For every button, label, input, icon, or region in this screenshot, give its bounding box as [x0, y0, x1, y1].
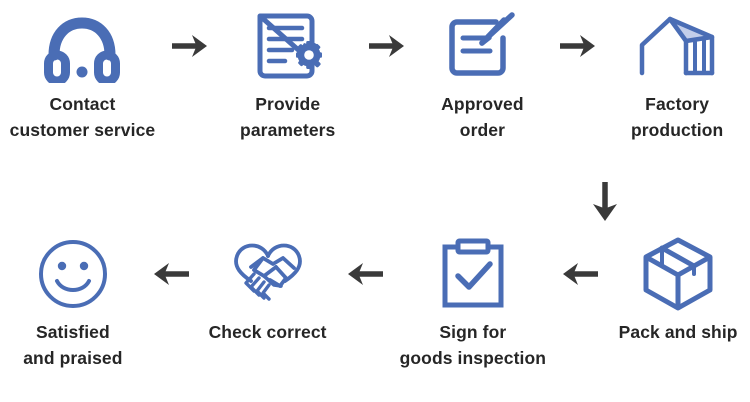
document-gear-icon — [252, 0, 324, 92]
arrow-right-icon — [165, 0, 215, 92]
flow-step-satisfied-and-praised[interactable]: Satisfied and praised — [0, 228, 146, 372]
flow-step-label: Contact customer service — [9, 94, 156, 140]
arrow-left-icon — [554, 228, 606, 320]
flow-row-top: Contact customer service — [0, 0, 750, 175]
arrow-down-icon — [583, 178, 627, 226]
package-box-icon — [636, 228, 720, 320]
document-pencil-icon — [444, 0, 520, 92]
smiley-face-icon — [33, 228, 113, 320]
arrow-right-icon — [552, 0, 604, 92]
flow-step-label: Provide parameters — [240, 94, 336, 140]
clipboard-check-icon — [436, 228, 510, 320]
flow-step-provide-parameters[interactable]: Provide parameters — [215, 0, 361, 144]
flow-step-factory-production[interactable]: Factory production — [604, 0, 750, 144]
headset-icon — [41, 0, 123, 92]
arrow-left-icon — [146, 228, 196, 320]
flow-step-approved-order[interactable]: Approved order — [412, 0, 552, 144]
flow-step-sign-for-goods-inspection[interactable]: Sign for goods inspection — [391, 228, 554, 372]
flow-step-contact-customer-service[interactable]: Contact customer service — [0, 0, 165, 144]
flow-step-label: Pack and ship — [618, 322, 738, 342]
flow-step-label: Sign for goods inspection — [399, 322, 547, 368]
arrow-right-icon — [361, 0, 413, 92]
flow-step-check-correct[interactable]: Check correct — [196, 228, 340, 346]
flow-row-bottom: Satisfied and praised — [0, 228, 750, 402]
flow-step-label: Factory production — [630, 94, 724, 140]
arrow-left-icon — [340, 228, 392, 320]
flow-step-pack-and-ship[interactable]: Pack and ship — [606, 228, 750, 346]
flow-step-label: Satisfied and praised — [23, 322, 123, 368]
handshake-heart-icon — [224, 228, 312, 320]
factory-building-icon — [634, 0, 720, 92]
flow-step-label: Check correct — [208, 322, 327, 342]
flow-step-label: Approved order — [441, 94, 524, 140]
